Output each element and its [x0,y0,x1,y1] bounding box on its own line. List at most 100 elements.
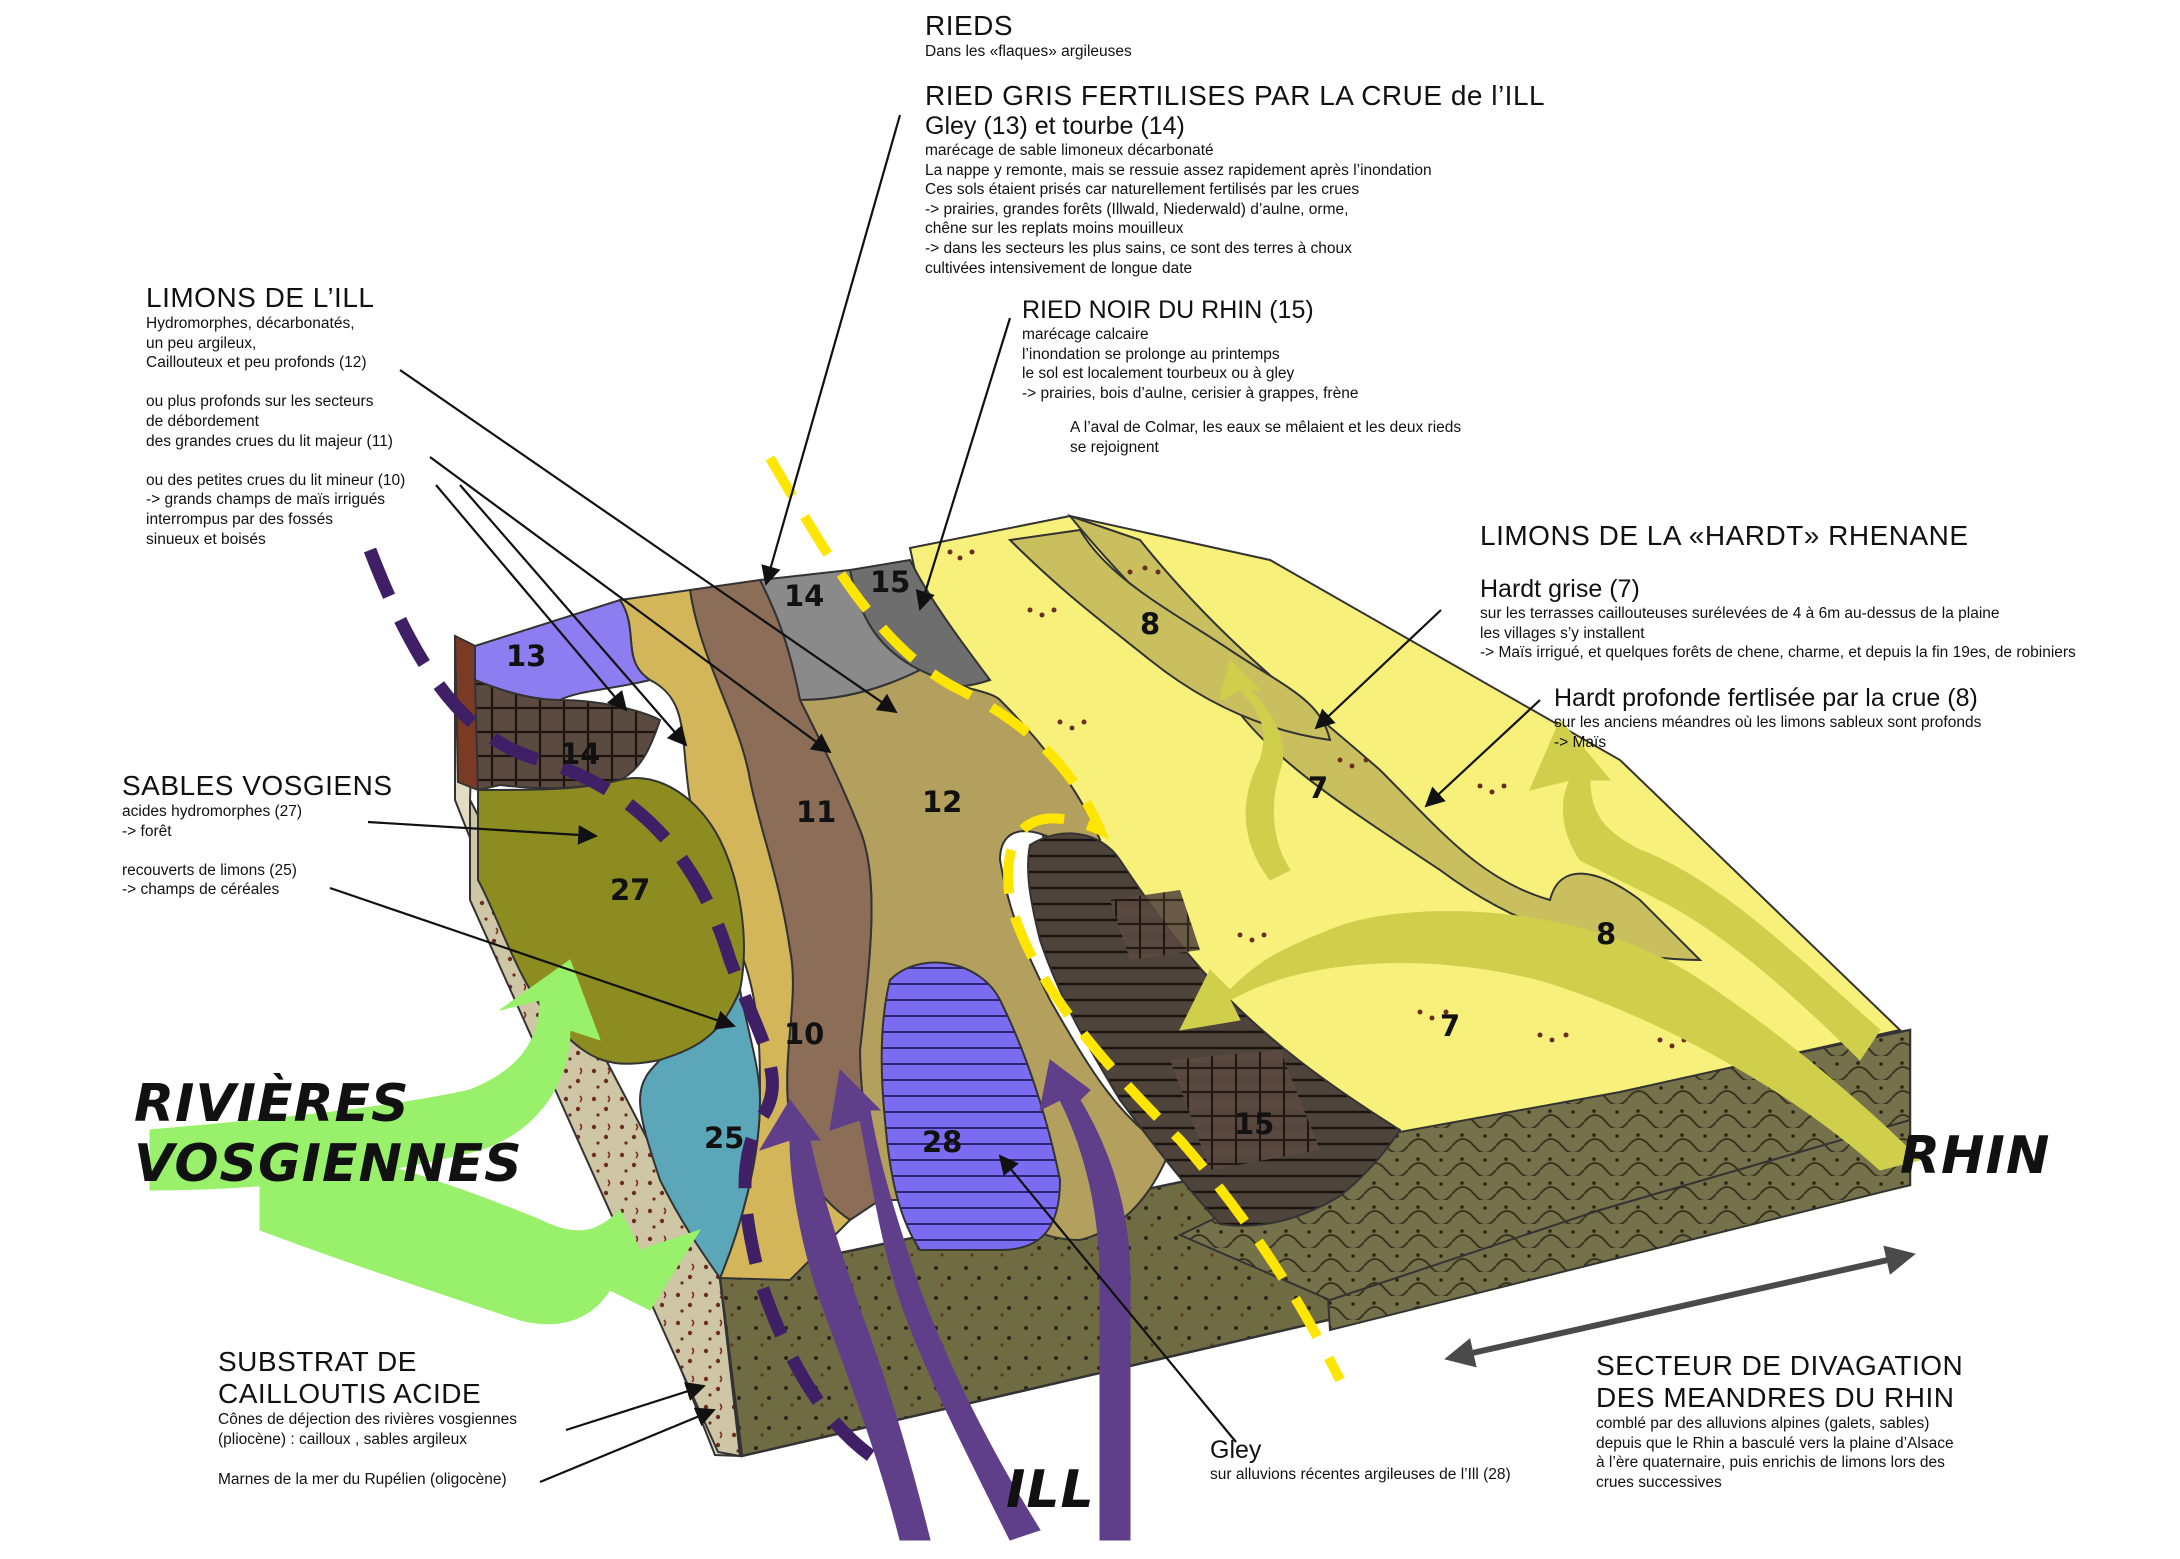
hardt-grise-line-1: les villages s’y installent [1480,624,1645,642]
zone-label-15-north: 15 [870,565,910,599]
ried-gris-line-4: chêne sur les replats moins mouilleux [925,220,1184,238]
limons-ill-line-11: sinueux et boisés [146,530,266,548]
rivieres-label: RIVIÈRES [134,1074,410,1134]
zone-label-7-north: 7 [1308,771,1328,805]
ried-gris-line-1: La nappe y remonte, mais se ressuie asse… [925,161,1432,179]
sables-vosgiens-line-2 [122,841,393,861]
ill-label: ILL [1006,1460,1095,1520]
zone-15-grid-patch-a [1110,890,1200,960]
substrat-text: Cônes de déjection des rivières vosgienn… [218,1410,517,1449]
gley-28-block: Gley sur alluvions récentes argileuses d… [1210,1436,1511,1485]
leader-lines [329,114,1541,1484]
substrat-title-1: CAILLOUTIS ACIDE [218,1378,482,1409]
secteur-title-1: DES MEANDRES DU RHIN [1596,1382,1955,1413]
limons-ill-line-8: ou des petites crues du lit mineur (10) [146,471,406,489]
sables-vosgiens-block: SABLES VOSGIENS acides hydromorphes (27)… [122,770,393,900]
limons-ill-line-3 [146,373,405,393]
ried-noir-note-0: A l’aval de Colmar, les eaux se mêlaient… [1070,419,1462,436]
limons-ill-line-1: un peu argileux, [146,334,257,352]
hardt-grise-line-0: sur les terrasses caillouteuses surélevé… [1480,605,2000,622]
hardt-profonde-line-1: -> Maïs [1554,733,1607,751]
hardt-grise-subtitle: Hardt grise (7) [1480,575,1640,603]
ried-noir-note-1: se rejoignent [1070,438,1159,456]
zone-27-sables-acides [477,777,745,1065]
limons-ill-title: LIMONS DE L’ILL [146,282,375,313]
sables-vosgiens-line-4: -> champs de céréales [122,881,280,899]
rieds-line-0: Dans les «flaques» argileuses [925,43,1132,60]
zone-label-14: 14 [784,579,824,613]
zone-label-25: 25 [704,1121,744,1155]
ried-gris-line-6: cultivées intensivement de longue date [925,259,1193,277]
sables-vosgiens-line-3: recouverts de limons (25) [122,861,297,879]
zone-label-7-south: 7 [1440,1009,1460,1043]
zone-label-11: 11 [796,795,836,829]
hardt-grise-block: Hardt grise (7) sur les terrasses caillo… [1480,575,2076,663]
ill-arrow [758,1059,1131,1541]
ried-gris-block: RIED GRIS FERTILISES PAR LA CRUE de l’IL… [925,80,1545,278]
gley-28-line-0: sur alluvions récentes argileuses de l’I… [1210,1466,1511,1483]
sables-vosgiens-line-1: -> forêt [122,822,172,840]
ried-noir-title: RIED NOIR DU RHIN (15) [1022,296,1314,324]
zone-13-gley [474,598,653,702]
rhin-label: RHIN [1900,1126,2051,1186]
zone-label-15-south: 15 [1234,1107,1274,1141]
substrat-title-0: SUBSTRAT DE [218,1346,417,1377]
hardt-profonde-block: Hardt profonde fertlisée par la crue (8)… [1554,684,1981,752]
ried-gris-title: RIED GRIS FERTILISES PAR LA CRUE de l’IL… [925,80,1546,111]
rhin-arrow-lower [1529,719,1881,1061]
zone-label-12: 12 [922,785,962,819]
limons-ill-line-7 [146,451,405,471]
yellow-dashed-limit [765,455,1345,1383]
zone-label-8-north: 8 [1140,607,1160,641]
ried-noir-line-3: -> prairies, bois d’aulne, cerisier à gr… [1022,384,1359,402]
secteur-text: comblé par des alluvions alpines (galets… [1596,1414,1963,1492]
zone-25-sables-limons [638,986,762,1281]
ried-gris-line-2: Ces sols étaient prisés car naturellemen… [925,181,1360,199]
ried-noir-line-2: le sol est localement tourbeux ou à gley [1022,365,1295,383]
limons-hardt-title: LIMONS DE LA «HARDT» RHENANE [1480,520,1969,551]
ried-gris-line-0: marécage de sable limoneux décarbonaté [925,142,1214,159]
hardt-grise-text: sur les terrasses caillouteuses surélevé… [1480,604,2076,663]
limons-ill-line-4: ou plus profonds sur les secteurs [146,393,374,411]
hardt-grise-line-2: -> Maïs irrigué, et quelques forêts de c… [1480,644,2076,662]
ried-gris-text: marécage de sable limoneux décarbonaté L… [925,141,1545,278]
hardt-profonde-subtitle: Hardt profonde fertlisée par la crue (8) [1554,684,1978,712]
rivieres-vosgiennes-arrow-lower [259,1129,702,1325]
secteur-title-0: SECTEUR DE DIVAGATION [1596,1350,1964,1381]
ried-gris-line-5: -> dans les secteurs les plus sains, ce … [925,239,1352,257]
ried-noir-text: marécage calcaire l’inondation se prolon… [1022,325,1358,403]
zone-label-28: 28 [922,1125,962,1159]
limons-ill-line-0: Hydromorphes, décarbonatés, [146,315,355,332]
substrat-note: Marnes de la mer du Rupélien (oligocène) [218,1471,507,1488]
rhin-arrow-upper [1179,911,1921,1171]
limons-ill-line-9: -> grands champs de maïs irrigués [146,491,386,509]
rieds-block: RIEDS Dans les «flaques» argileuses [925,10,1132,62]
secteur-line-1: depuis que le Rhin a basculé vers la pla… [1596,1434,1954,1452]
zone-15-grid-patch-b [1170,1050,1320,1170]
hardt-profonde-line-0: sur les anciens méandres où les limons s… [1554,714,1982,731]
ried-noir-line-1: l’inondation se prolonge au printemps [1022,345,1280,363]
limons-ill-line-10: interrompus par des fossés [146,510,333,528]
ried-gris-subtitle: Gley (13) et tourbe (14) [925,112,1185,140]
purple-dashed-limit [363,547,884,1468]
limons-ill-line-6: des grandes crues du lit majeur (11) [146,432,393,450]
ried-noir-note: A l’aval de Colmar, les eaux se mêlaient… [1070,418,1461,457]
ried-noir-block: RIED NOIR DU RHIN (15) marécage calcaire… [1022,296,1358,403]
zone-label-10: 10 [784,1017,824,1051]
substrat-line-1: (pliocène) : cailloux , sables argileux [218,1430,467,1448]
limons-ill-line-5: de débordement [146,412,259,430]
limons-ill-block: LIMONS DE L’ILL Hydromorphes, décarbonat… [146,282,405,549]
rhin-arrow-north [1219,659,1291,881]
vosgiennes-label: VOSGIENNES [134,1134,523,1194]
ried-gris-line-3: -> prairies, grandes forêts (Illwald, Ni… [925,200,1349,218]
substrat-line-0: Cônes de déjection des rivières vosgienn… [218,1411,517,1428]
gley-28-subtitle: Gley [1210,1436,1262,1464]
sables-vosgiens-title: SABLES VOSGIENS [122,770,393,801]
limons-ill-line-2: Caillouteux et peu profonds (12) [146,354,367,372]
hardt-dot-clusters [947,549,1687,1049]
zone-label-8-south: 8 [1596,917,1616,951]
meander-sector-double-arrow [1444,1245,1916,1368]
zone-label-27: 27 [610,873,650,907]
